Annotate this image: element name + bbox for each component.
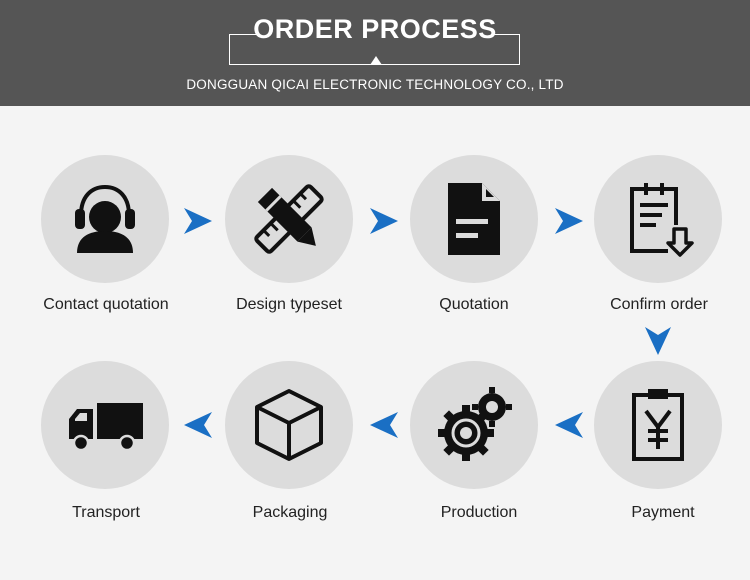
pencil-ruler-icon <box>254 184 324 254</box>
arrow-left-icon <box>555 412 583 438</box>
step-circle <box>225 361 353 489</box>
title-frame-right <box>491 34 520 65</box>
step-label: Confirm order <box>610 296 708 313</box>
step-circle <box>41 155 169 283</box>
arrow-left-icon <box>184 412 212 438</box>
company-subtitle: DONGGUAN QICAI ELECTRONIC TECHNOLOGY CO.… <box>186 77 564 92</box>
header-banner: ORDER PROCESS DONGGUAN QICAI ELECTRONIC … <box>0 0 750 106</box>
clipboard-download-icon <box>630 183 694 257</box>
step-label: Contact quotation <box>43 296 169 313</box>
step-circle <box>410 361 538 489</box>
step-circle <box>594 361 722 489</box>
step-circle <box>225 155 353 283</box>
gears-icon <box>438 387 512 461</box>
page-title: ORDER PROCESS <box>253 14 497 44</box>
arrow-left-icon <box>370 412 398 438</box>
title-frame-left <box>229 34 259 65</box>
step-label: Payment <box>631 504 695 521</box>
headset-user-icon <box>75 184 135 253</box>
step-circle <box>594 155 722 283</box>
truck-icon <box>69 403 143 452</box>
box-icon <box>255 389 323 461</box>
step-label: Transport <box>72 504 140 521</box>
arrow-down-icon <box>645 327 671 355</box>
title-frame-bottom-left <box>229 64 371 65</box>
step-circle <box>41 361 169 489</box>
step-label: Design typeset <box>236 296 342 313</box>
arrow-right-icon <box>555 208 583 234</box>
arrow-right-icon <box>370 208 398 234</box>
arrow-right-icon <box>184 208 212 234</box>
step-label: Packaging <box>252 504 328 521</box>
document-icon <box>448 183 500 255</box>
yen-receipt-icon <box>632 389 684 461</box>
step-label: Production <box>440 504 518 521</box>
title-frame-bottom-right <box>380 64 520 65</box>
step-label: Quotation <box>439 296 509 313</box>
step-circle <box>410 155 538 283</box>
title-frame-triangle <box>370 56 382 65</box>
